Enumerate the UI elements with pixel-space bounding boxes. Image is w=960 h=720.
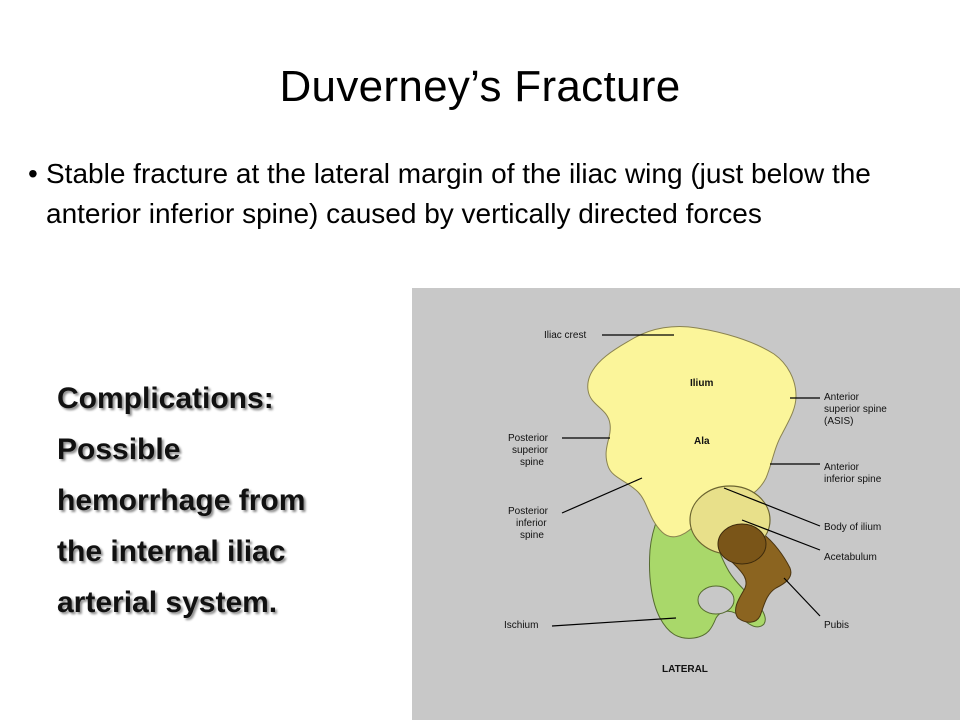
label-body-of-ilium: Body of ilium <box>824 522 881 533</box>
label-iliac-crest: Iliac crest <box>544 330 586 341</box>
acetabulum-inner <box>717 523 767 565</box>
label-aiis-1: Anterior <box>824 462 860 473</box>
label-acetabulum: Acetabulum <box>824 552 877 563</box>
bullet-dot-icon: • <box>28 158 38 189</box>
label-psis-1: Posterior <box>508 433 549 444</box>
leader-lines <box>551 334 821 627</box>
label-asis-3: (ASIS) <box>824 416 853 427</box>
label-ilium: Ilium <box>690 378 713 389</box>
label-psis-2: superior <box>512 445 549 456</box>
bullet-text: Stable fracture at the lateral margin of… <box>46 158 871 229</box>
hip-bone-figure: Iliac crest Ilium Ala Anterior superior … <box>412 288 960 720</box>
complications-line: Complications: <box>57 382 274 415</box>
complications-line: hemorrhage from <box>57 484 306 517</box>
label-piis-3: spine <box>520 530 544 541</box>
complications-line: the internal iliac <box>57 535 286 568</box>
label-ala: Ala <box>694 436 710 447</box>
slide-title: Duverney’s Fracture <box>279 62 681 111</box>
label-piis-1: Posterior <box>508 506 549 517</box>
label-aiis-2: inferior spine <box>824 474 882 485</box>
complications-line: Possible <box>57 433 181 466</box>
obturator-foramen <box>697 585 735 615</box>
label-asis-2: superior spine <box>824 404 887 415</box>
complications-text: Complications: Possible hemorrhage from … <box>57 373 387 628</box>
hip-bone-illustration: Iliac crest Ilium Ala Anterior superior … <box>504 325 887 675</box>
label-piis-2: inferior <box>516 518 547 529</box>
label-pubis: Pubis <box>824 620 849 631</box>
label-asis-1: Anterior <box>824 392 860 403</box>
label-ischium: Ischium <box>504 620 538 631</box>
label-psis-3: spine <box>520 457 544 468</box>
complications-line: arterial system. <box>57 586 278 619</box>
label-lateral: LATERAL <box>662 664 708 675</box>
